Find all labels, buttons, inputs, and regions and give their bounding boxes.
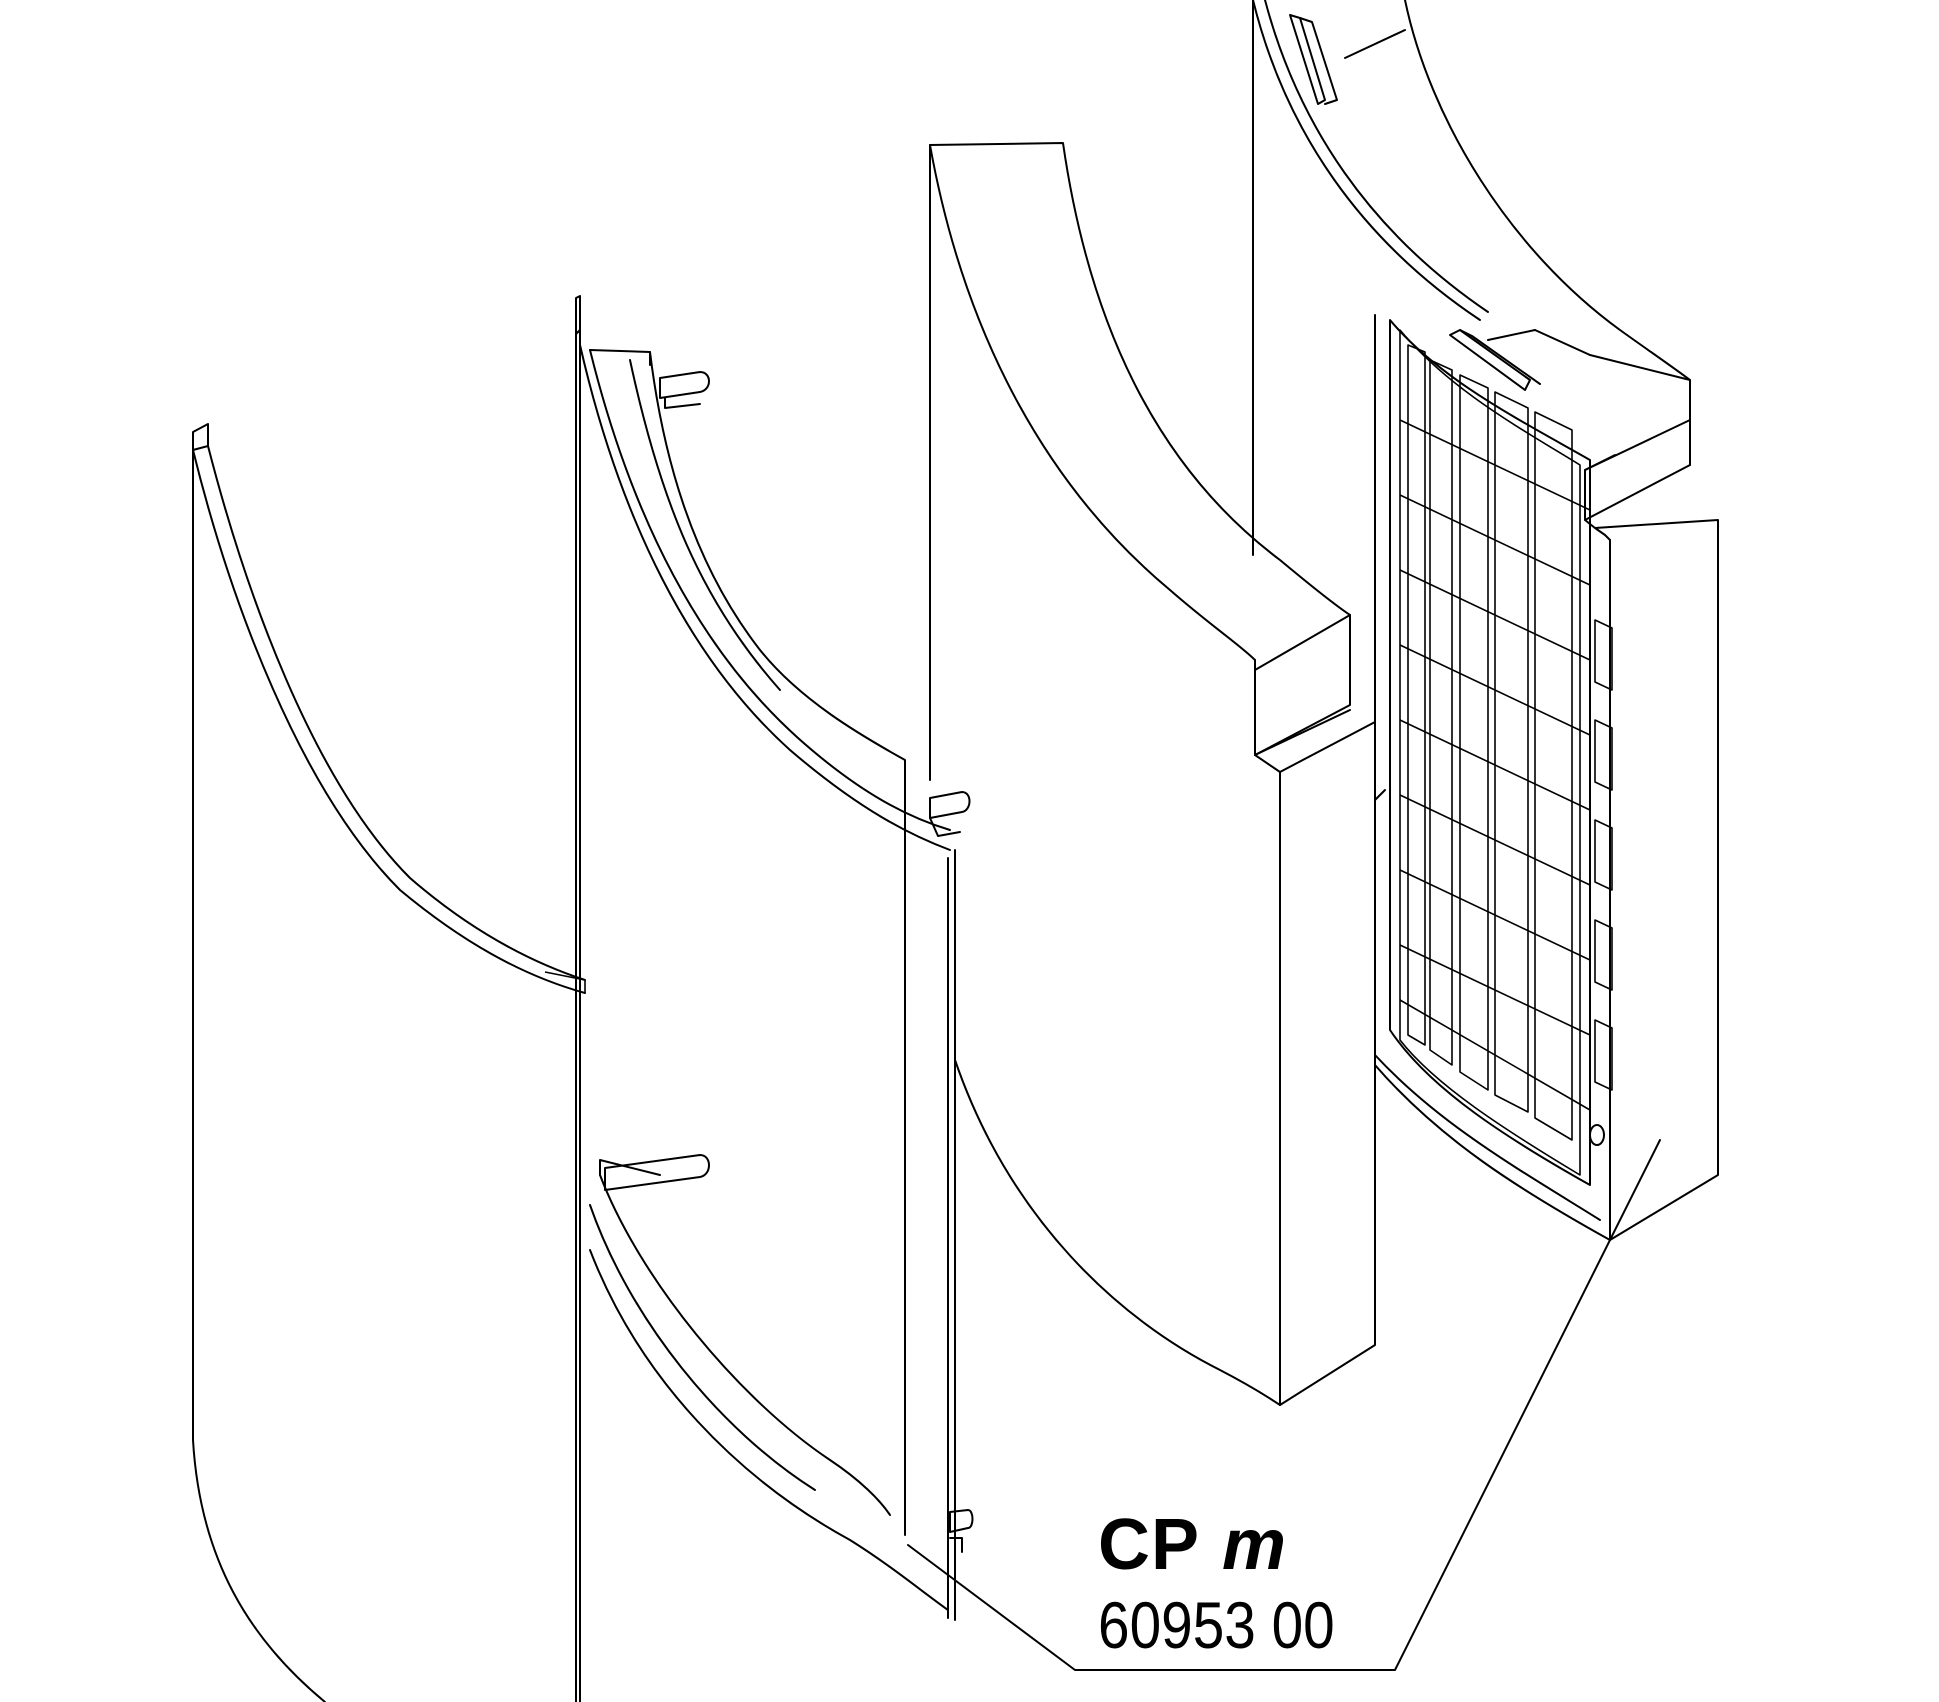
product-name: CP xyxy=(1098,1505,1201,1585)
part-number: 60953 00 xyxy=(1098,1588,1335,1662)
filter-sponge xyxy=(929,142,1376,1406)
fastening-frame xyxy=(575,295,974,1702)
grille-cells xyxy=(1399,344,1613,1141)
filter-grille-housing xyxy=(1252,0,1719,1241)
label-leader-lines xyxy=(907,1139,1661,1671)
model-code: m xyxy=(1222,1505,1288,1585)
part-label: CP m 60953 00 xyxy=(1098,1505,1428,1665)
product-code: CP m xyxy=(1098,1505,1428,1585)
outer-cover-shell xyxy=(192,423,586,1702)
